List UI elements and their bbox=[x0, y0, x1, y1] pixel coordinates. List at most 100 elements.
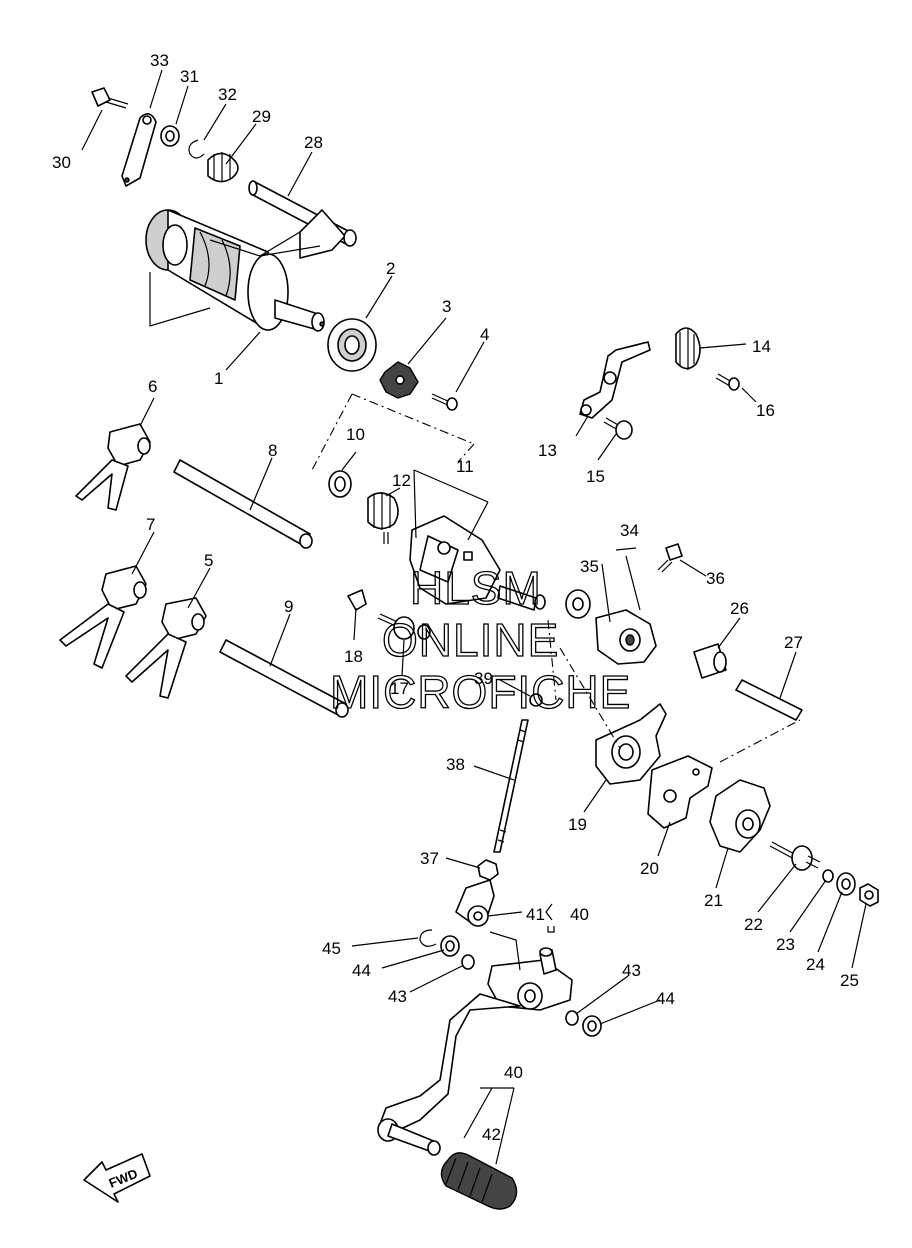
part-label: 9 bbox=[284, 597, 293, 616]
bolt-36 bbox=[657, 543, 683, 573]
part-label: 19 bbox=[568, 815, 587, 834]
part-label: 37 bbox=[420, 849, 439, 868]
washer-43-left bbox=[461, 954, 475, 970]
leader-lines bbox=[81, 69, 867, 1025]
washer-44-right bbox=[582, 1015, 602, 1037]
spring-14 bbox=[675, 327, 701, 370]
plate-20 bbox=[647, 755, 713, 829]
spring-29 bbox=[207, 152, 239, 183]
shift-fork-5 bbox=[125, 597, 207, 699]
part-label: 40 bbox=[570, 905, 589, 924]
watermark-line-3: MICROFICHE bbox=[330, 666, 631, 718]
collar-35 bbox=[565, 589, 591, 619]
part-label: 41 bbox=[526, 905, 545, 924]
part-label: 4 bbox=[480, 325, 489, 344]
part-label: 34 bbox=[620, 521, 639, 540]
shift-shaft-assy bbox=[409, 515, 546, 611]
shift-rod-38 bbox=[493, 719, 529, 853]
guide-bar-9 bbox=[219, 639, 349, 718]
guide-bar-8 bbox=[173, 459, 313, 549]
part-label: 33 bbox=[150, 51, 169, 70]
segment bbox=[379, 361, 419, 399]
stopper-lever-13 bbox=[579, 341, 651, 419]
part-label: 5 bbox=[204, 551, 213, 570]
watermark: HLSM ONLINE MICROFICHE bbox=[329, 561, 631, 718]
part-label: 11 bbox=[456, 457, 474, 476]
nut-25 bbox=[859, 883, 879, 907]
part-label: 2 bbox=[386, 259, 395, 278]
part-label: 14 bbox=[752, 337, 771, 356]
shift-fork-6 bbox=[75, 423, 151, 511]
part-label: 25 bbox=[840, 971, 859, 990]
part-label: 24 bbox=[806, 955, 825, 974]
part-label: 29 bbox=[252, 107, 271, 126]
shift-drum bbox=[145, 209, 325, 332]
shift-cam-19 bbox=[595, 703, 667, 785]
part-label: 44 bbox=[656, 989, 675, 1008]
watermark-line-1: HLSM bbox=[410, 562, 542, 614]
stopper-lever bbox=[121, 113, 157, 187]
circlip-45 bbox=[419, 929, 437, 947]
bolt-22 bbox=[769, 841, 821, 871]
bolt-4 bbox=[431, 393, 458, 411]
part-label: 18 bbox=[344, 647, 363, 666]
part-label: 30 bbox=[52, 153, 71, 172]
fwd-arrow: FWD bbox=[83, 1153, 151, 1203]
part-label: 26 bbox=[730, 599, 749, 618]
shift-pedal bbox=[377, 947, 573, 1156]
pedal-rubber bbox=[440, 1152, 518, 1210]
part-label: 36 bbox=[706, 569, 725, 588]
circlip-32 bbox=[188, 139, 205, 159]
bolt-15 bbox=[603, 417, 633, 440]
nut-39 bbox=[529, 693, 543, 707]
part-label: 12 bbox=[392, 471, 411, 490]
part-label: 38 bbox=[446, 755, 465, 774]
part-label: 22 bbox=[744, 915, 763, 934]
part-labels: 1 2 3 4 5 6 7 8 9 10 11 12 13 14 15 16 1… bbox=[52, 51, 859, 1144]
shift-arm-34 bbox=[595, 609, 657, 665]
part-label: 17 bbox=[390, 679, 409, 698]
pin-26 bbox=[693, 643, 727, 679]
part-label: 10 bbox=[346, 425, 365, 444]
washer-24 bbox=[836, 872, 856, 896]
collar-16 bbox=[715, 373, 740, 391]
part-label: 3 bbox=[442, 297, 451, 316]
bolt-30 bbox=[91, 87, 129, 109]
part-label: 1 bbox=[214, 369, 223, 388]
part-label: 28 bbox=[304, 133, 323, 152]
watermark-line-2: ONLINE bbox=[382, 614, 559, 666]
washer-10 bbox=[328, 470, 352, 498]
part-label: 15 bbox=[586, 467, 605, 486]
shift-fork-7 bbox=[59, 565, 147, 669]
washer-31 bbox=[160, 125, 180, 147]
reference-lines bbox=[149, 231, 801, 1165]
washer-23 bbox=[822, 869, 834, 883]
washer-44-left bbox=[440, 935, 460, 957]
part-label: 45 bbox=[322, 939, 341, 958]
part-label: 43 bbox=[622, 961, 641, 980]
part-label: 44 bbox=[352, 961, 371, 980]
part-label: 6 bbox=[148, 377, 157, 396]
segment-21 bbox=[709, 779, 771, 853]
part-label: 13 bbox=[538, 441, 557, 460]
part-label: 8 bbox=[268, 441, 277, 460]
washer-43-right bbox=[565, 1010, 579, 1026]
part-label: 31 bbox=[180, 67, 199, 86]
spring-12 bbox=[367, 492, 399, 544]
rod-end-41 bbox=[455, 879, 495, 927]
part-label: 21 bbox=[704, 891, 723, 910]
shift-lever-shaft bbox=[248, 180, 357, 259]
pin-27 bbox=[735, 679, 803, 721]
part-label: 16 bbox=[756, 401, 775, 420]
part-label: 20 bbox=[640, 859, 659, 878]
part-label: 23 bbox=[776, 935, 795, 954]
part-label: 42 bbox=[482, 1125, 501, 1144]
part-label: 35 bbox=[580, 557, 599, 576]
nut-37 bbox=[477, 859, 499, 881]
part-label: 27 bbox=[784, 633, 803, 652]
part-label: 32 bbox=[218, 85, 237, 104]
part-label: 43 bbox=[388, 987, 407, 1006]
part-label: 7 bbox=[146, 515, 155, 534]
bolt-17 bbox=[377, 613, 431, 640]
